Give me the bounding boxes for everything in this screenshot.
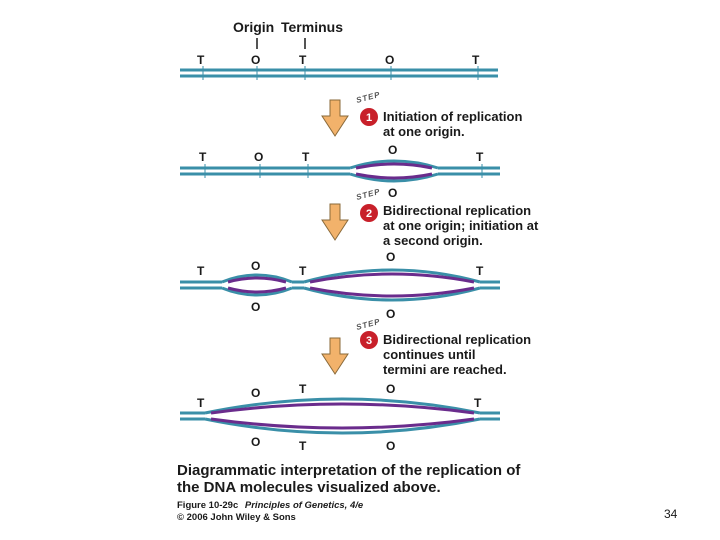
- new-strand: [355, 172, 433, 180]
- terminus-label: T: [299, 53, 307, 67]
- origin-label: O: [385, 53, 394, 67]
- terminus-label: T: [199, 150, 207, 164]
- step-number: 2: [366, 208, 372, 220]
- step-2-line-1: Bidirectional replication: [383, 203, 531, 218]
- step-badge: [360, 108, 378, 126]
- new-strand: [355, 162, 433, 170]
- origin-label: O: [251, 53, 260, 67]
- origin-label: O: [386, 382, 395, 396]
- origin-label: O: [251, 435, 260, 449]
- step-1-line-1: Initiation of replication: [383, 109, 522, 124]
- terminus-label: T: [299, 264, 307, 278]
- step-word: STEP: [355, 317, 381, 332]
- origin-header: Origin: [233, 19, 274, 35]
- step-2-line-3: a second origin.: [383, 233, 483, 248]
- step-2-line-2: at one origin; initiation at: [383, 218, 539, 233]
- step-badge: [360, 204, 378, 222]
- origin-label: O: [254, 150, 263, 164]
- terminus-label: T: [299, 382, 307, 396]
- terminus-label: T: [476, 150, 484, 164]
- terminus-label: T: [299, 439, 307, 453]
- dna-row-2: T O T O O T: [180, 143, 500, 200]
- origin-label: O: [388, 186, 397, 200]
- terminus-label: T: [197, 53, 205, 67]
- step-word: STEP: [355, 187, 381, 202]
- origin-label: O: [251, 386, 260, 400]
- terminus-label: T: [197, 396, 205, 410]
- caption-line-1: Diagrammatic interpretation of the repli…: [177, 462, 521, 479]
- figure-credit: Figure 10-29c Principles of Genetics, 4/…: [177, 500, 364, 511]
- step-3-line-2: continues until: [383, 347, 475, 362]
- terminus-label: T: [197, 264, 205, 278]
- origin-label: O: [386, 307, 395, 321]
- book-title: Principles of Genetics, 4/e: [245, 500, 364, 511]
- terminus-label: T: [472, 53, 480, 67]
- step-1-line-2: at one origin.: [383, 124, 465, 139]
- terminus-label: T: [476, 264, 484, 278]
- dna-row-4: T O O T T O O T: [180, 382, 500, 453]
- down-arrow-icon: [321, 337, 349, 375]
- terminus-label: T: [302, 150, 310, 164]
- page-number: 34: [664, 507, 678, 521]
- step-word: STEP: [355, 90, 381, 105]
- terminus-header: Terminus: [281, 19, 343, 35]
- step-3-line-3: termini are reached.: [383, 362, 507, 377]
- step-number: 3: [366, 335, 372, 347]
- caption-line-2: the DNA molecules visualized above.: [177, 479, 441, 496]
- figure-number: Figure 10-29c: [177, 500, 238, 511]
- terminus-label: T: [474, 396, 482, 410]
- origin-label: O: [386, 439, 395, 453]
- down-arrow-icon: [321, 203, 349, 241]
- origin-label: O: [388, 143, 397, 157]
- origin-label: O: [251, 300, 260, 314]
- origin-label: O: [251, 259, 260, 273]
- dna-row-3: T O O T O O T: [180, 250, 500, 321]
- down-arrow-icon: [321, 99, 349, 137]
- copyright: © 2006 John Wiley & Sons: [177, 512, 296, 523]
- dna-row-1: T O T O T: [180, 53, 498, 80]
- origin-label: O: [386, 250, 395, 264]
- step-badge: [360, 331, 378, 349]
- step-number: 1: [366, 112, 372, 124]
- step-3-line-1: Bidirectional replication: [383, 332, 531, 347]
